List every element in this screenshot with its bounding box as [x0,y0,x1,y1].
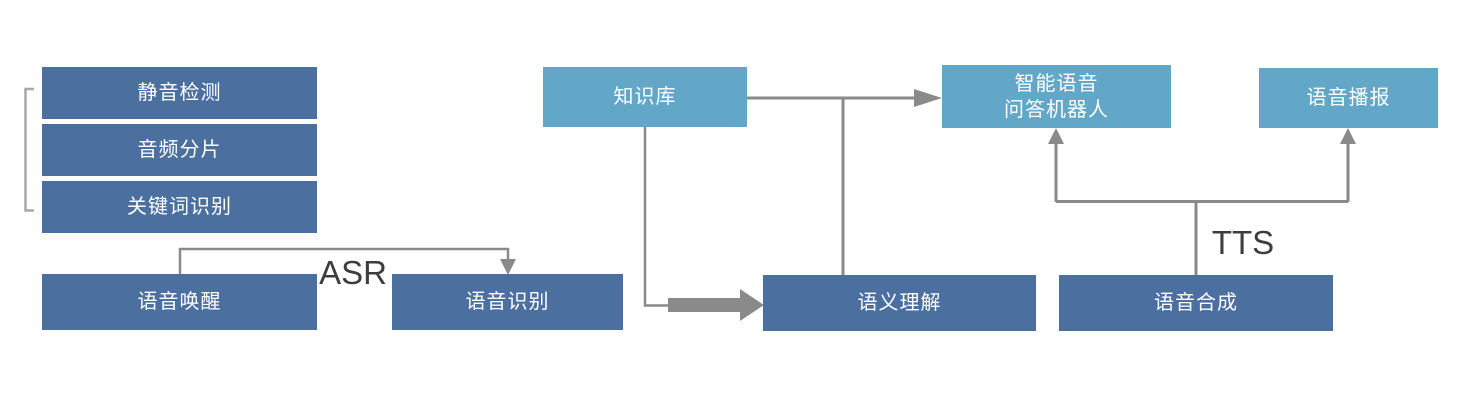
box-semantic-understanding-label: 语义理解 [857,292,942,314]
box-silence-detection-label: 静音检测 [137,82,222,104]
box-silence-detection: 静音检测 [42,67,317,119]
box-voice-broadcast: 语音播报 [1259,68,1438,128]
left-group-bracket [24,87,34,212]
box-semantic-understanding: 语义理解 [763,275,1036,331]
box-speech-recognition: 语音识别 [392,274,623,330]
box-speech-synthesis-label: 语音合成 [1154,292,1238,314]
box-qa-robot: 智能语音 问答机器人 [942,65,1171,128]
box-keyword-recognition-label: 关键词识别 [127,196,232,218]
box-speech-synthesis: 语音合成 [1059,275,1333,331]
box-qa-robot-label-line2: 问答机器人 [1004,98,1109,121]
label-tts: TTS [1211,224,1275,261]
box-knowledge-base: 知识库 [543,67,747,127]
arrowhead-up-robot-icon [1048,128,1064,144]
box-keyword-recognition: 关键词识别 [42,181,317,233]
thick-arrow-semantic-icon [668,289,764,321]
arrowhead-down-recognition-icon [500,259,516,275]
box-voice-wakeup-label: 语音唤醒 [137,291,222,313]
box-qa-robot-label-line1: 智能语音 [1014,72,1099,95]
wakeup-to-recognition-connector [178,247,510,274]
box-audio-segmentation-label: 音频分片 [137,139,222,161]
kb-down-stem-connector [643,127,670,307]
box-audio-segmentation: 音频分片 [42,124,317,176]
box-speech-recognition-label: 语音识别 [465,291,550,313]
arrowhead-right-robot-icon [914,89,942,107]
label-asr: ASR [319,254,387,291]
arrowhead-up-broadcast-icon [1340,128,1356,144]
box-voice-wakeup: 语音唤醒 [42,274,317,330]
box-voice-broadcast-label: 语音播报 [1306,87,1391,109]
box-knowledge-base-label: 知识库 [613,86,677,108]
